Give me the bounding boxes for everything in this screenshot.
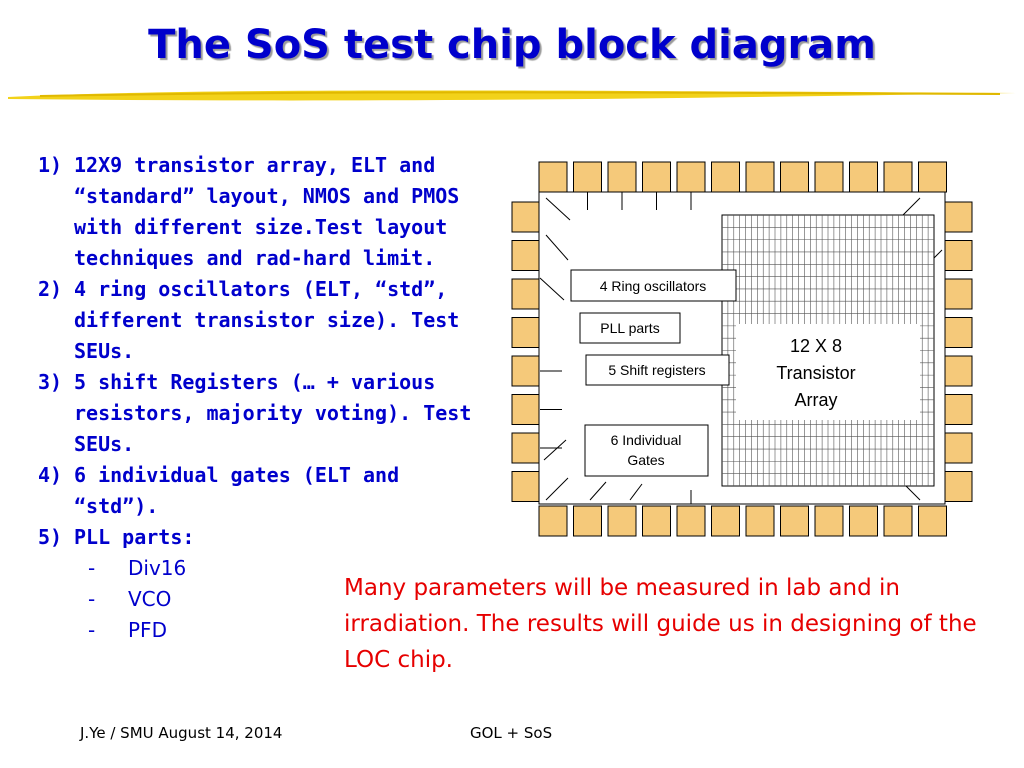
sublist-dash: -	[88, 587, 96, 611]
pad-wire	[543, 439, 567, 461]
bond-pad	[944, 317, 973, 348]
individual-gates-block	[584, 424, 709, 477]
sublist-item: - Div16	[38, 553, 488, 584]
bond-pad	[538, 161, 568, 193]
bond-pad	[711, 161, 740, 193]
list-text: 12X9 transistor array, ELT and “standard…	[74, 153, 460, 270]
list-text: 5 shift Registers (… + various resistors…	[74, 370, 472, 456]
measurement-note: Many parameters will be measured in lab …	[344, 575, 977, 673]
pad-wire	[545, 234, 569, 261]
bond-pad	[780, 505, 809, 537]
individual-gates-label-1: 6 Individual	[611, 432, 682, 448]
bond-pads	[511, 161, 973, 537]
individual-gates-label-2: Gates	[627, 452, 664, 468]
ring-oscillators-block	[570, 269, 737, 302]
pad-wire	[545, 197, 571, 221]
bond-pad	[944, 394, 973, 425]
list-text: PLL parts:	[74, 525, 195, 549]
list-item: 4) 6 individual gates (ELT and “std”).	[38, 460, 488, 522]
bond-pad	[573, 505, 602, 537]
list-number: 4)	[38, 463, 63, 487]
bond-pad	[511, 394, 540, 425]
transistor-array-label-1: 12 X 8	[790, 336, 842, 356]
bond-pad	[607, 505, 637, 537]
list-number: 1)	[38, 153, 63, 177]
bond-pad	[711, 505, 740, 537]
list-text: 6 individual gates (ELT and “std”).	[74, 463, 400, 518]
pll-parts-block	[579, 312, 681, 344]
pll-parts-label: PLL parts	[600, 320, 659, 336]
list-number: 5)	[38, 525, 63, 549]
pad-wires	[539, 192, 943, 504]
bond-pad	[944, 240, 973, 271]
sublist-text: PFD	[128, 618, 167, 642]
footer-title: GOL + SoS	[470, 724, 553, 742]
bond-pad	[918, 161, 947, 193]
bond-pad	[676, 161, 706, 193]
list-item: 2) 4 ring oscillators (ELT, “std”, differ…	[38, 274, 488, 367]
bond-pad	[944, 355, 973, 387]
bond-pad	[849, 505, 878, 537]
bond-pad	[745, 161, 775, 193]
bond-pad	[883, 505, 913, 537]
pad-wire	[539, 277, 565, 301]
bond-pad	[780, 161, 809, 193]
transistor-array-label-box	[736, 324, 920, 420]
bond-pad	[538, 505, 568, 537]
list-text: 4 ring oscillators (ELT, “std”, differen…	[74, 277, 460, 363]
list-item: 1) 12X9 transistor array, ELT and “standa…	[38, 150, 488, 274]
chip-block-diagram: 12 X 8 Transistor Array 4 Ring oscillato…	[511, 161, 973, 537]
bond-pad	[511, 278, 540, 310]
ring-oscillators-label: 4 Ring oscillators	[600, 278, 707, 294]
bond-pad	[511, 355, 540, 387]
transistor-array-label-2: Transistor	[776, 363, 855, 383]
pad-wire	[545, 477, 569, 501]
shift-registers-label: 5 Shift registers	[608, 362, 705, 378]
bond-pad	[511, 317, 540, 348]
bond-pad	[642, 161, 671, 193]
list-number: 3)	[38, 370, 63, 394]
list-item: 5) PLL parts:	[38, 522, 488, 553]
bond-pad	[511, 471, 540, 502]
pad-wire	[589, 481, 607, 501]
bond-pad	[944, 471, 973, 502]
sublist-dash: -	[88, 556, 96, 580]
sublist-text: VCO	[128, 587, 172, 611]
bond-pad	[944, 278, 973, 310]
list-number: 2)	[38, 277, 63, 301]
bond-pad	[607, 161, 637, 193]
title-underline-swoosh	[8, 90, 1016, 101]
bond-pad	[511, 432, 540, 464]
sublist-item: - PFD	[38, 615, 488, 646]
bond-pad	[814, 505, 844, 537]
sublist-dash: -	[88, 618, 96, 642]
bond-pad	[944, 201, 973, 233]
bond-pad	[511, 240, 540, 271]
bond-pad	[918, 505, 947, 537]
transistor-array-label-3: Array	[794, 390, 837, 410]
bond-pad	[814, 161, 844, 193]
feature-list: 1) 12X9 transistor array, ELT and “standa…	[38, 150, 488, 646]
bond-pad	[642, 505, 671, 537]
bond-pad	[676, 505, 706, 537]
sublist-item: - VCO	[38, 584, 488, 615]
sublist-text: Div16	[128, 556, 187, 580]
bond-pad	[511, 201, 540, 233]
bond-pad	[944, 432, 973, 464]
bond-pad	[883, 161, 913, 193]
list-item: 3) 5 shift Registers (… + various resisto…	[38, 367, 488, 460]
bond-pad	[745, 505, 775, 537]
slide-title: The SoS test chip block diagram	[148, 22, 876, 68]
footer-author-date: J.Ye / SMU August 14, 2014	[80, 724, 283, 742]
shift-registers-block	[585, 354, 730, 386]
bond-pad	[849, 161, 878, 193]
pad-wire	[629, 483, 643, 501]
bond-pad	[573, 161, 602, 193]
